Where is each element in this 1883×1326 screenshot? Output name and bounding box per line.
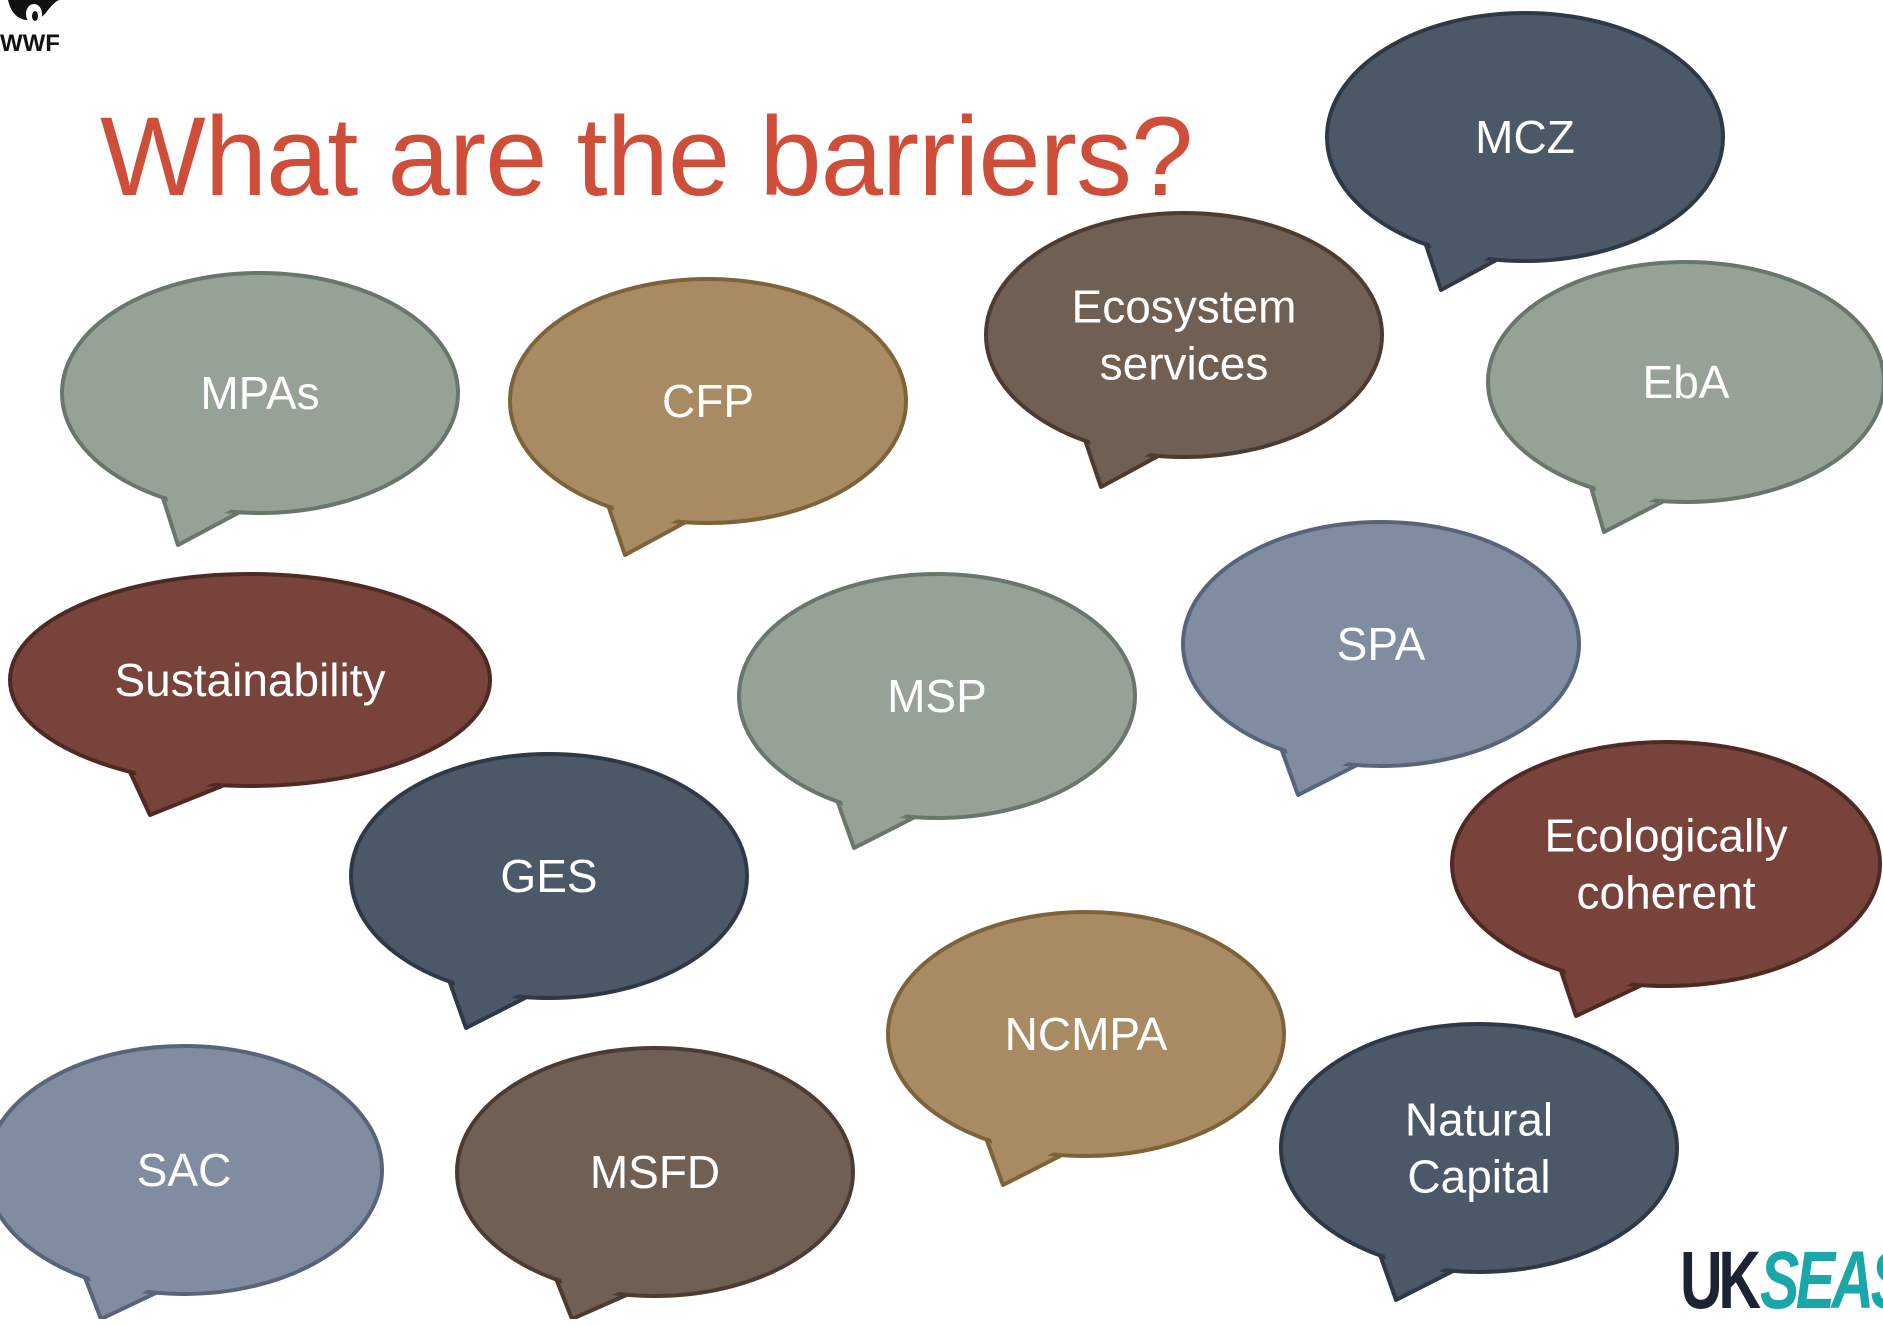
bubble-body [1279,1022,1679,1274]
bubble-label: GES [500,850,597,902]
uk-seas-logo-uk: UK [1680,1235,1761,1326]
bubble-label: NCMPA [1005,1008,1168,1060]
bubble-label: CFP [662,375,754,427]
bubble-label: EbA [1643,356,1730,408]
bubble-body [737,572,1137,820]
bubble-body [455,1046,855,1298]
bubble-body [984,211,1384,459]
bubble-body [508,277,908,525]
bubble-label: services [1100,338,1269,390]
bubble-label: MSP [887,670,987,722]
bubble-eba: EbA [1486,260,1883,534]
bubble-tail-joint [989,1132,1056,1179]
wwf-logo: WWF [0,0,80,62]
bubble-body [1486,260,1883,504]
bubble-tail-joint [165,489,232,539]
bubble-tail-joint [1284,742,1351,789]
bubble-tail-joint [87,1269,154,1313]
panda-icon [8,0,60,24]
bubble-label: Ecosystem [1072,281,1297,333]
bubble-ges: GES [349,752,749,1030]
bubble-label: Natural [1405,1094,1553,1146]
bubble-label: MCZ [1475,111,1575,163]
bubble-body [886,910,1286,1158]
bubble-spa: SPA [1181,520,1581,797]
bubble-tail-joint [611,499,678,549]
wwf-logo-text: WWF [0,30,60,57]
bubble-body [1181,520,1581,768]
bubble-body [1325,11,1725,263]
bubble-tail-joint [1563,962,1634,1010]
bubble-tail-joint [558,1270,625,1313]
bubble-body [0,1044,384,1296]
bubble-tail-joint [1428,236,1494,284]
uk-seas-logo: UK SEAS [1678,1235,1883,1326]
bubble-body [1450,740,1882,988]
bubble-msfd: MSFD [455,1046,855,1319]
bubble-body [8,572,492,788]
bubble-tail-joint [1382,1246,1449,1294]
bubble-tail-joint [840,794,907,842]
bubble-msp: MSP [737,572,1137,850]
bubble-body [349,752,749,1000]
bubble-label: coherent [1576,867,1755,919]
bubble-mpas: MPAs [60,271,460,547]
bubble-tail-joint [1087,431,1154,481]
bubble-label: MPAs [200,367,319,419]
bubble-label: SPA [1337,618,1426,670]
bubble-tail-joint [1593,478,1656,526]
bubble-label: Capital [1407,1151,1550,1203]
bubble-label: Sustainability [114,654,385,706]
bubble-tail-joint [133,766,216,809]
bubble-mcz: MCZ [1325,11,1725,292]
bubble-label: MSFD [590,1146,720,1198]
slide-title: What are the barriers? [100,94,1193,219]
bubble-sustainability: Sustainability [8,572,492,817]
bubble-cfp: CFP [508,277,908,557]
bubble-body [60,271,460,515]
bubble-label: SAC [137,1144,232,1196]
uk-seas-logo-seas: SEAS [1760,1235,1883,1326]
bubble-label: Ecologically [1545,810,1788,862]
bubble-sac: SAC [0,1044,384,1319]
bubble-tail-joint [452,974,519,1022]
bubble-ncmpa: NCMPA [886,910,1286,1187]
